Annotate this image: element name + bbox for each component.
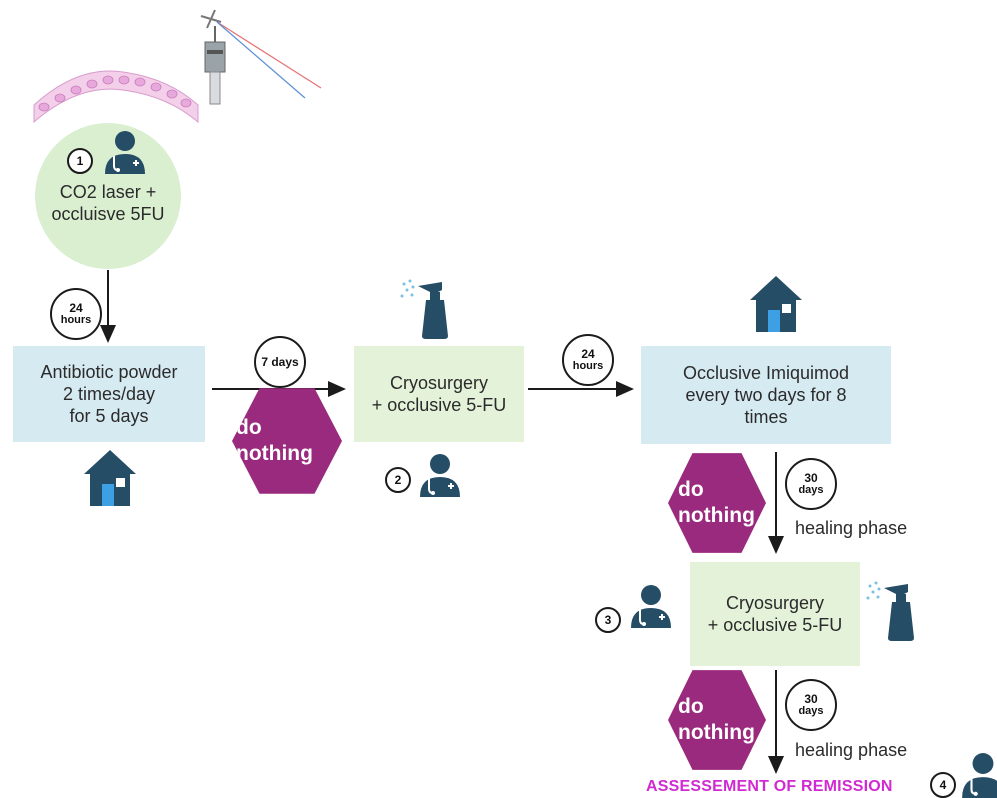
do-nothing-2-text: do nothing: [678, 478, 755, 527]
step2-badge: 2: [385, 467, 411, 493]
wait-30-days-2: 30 days: [785, 679, 837, 731]
antibiotic-box: Antibiotic powder 2 times/day for 5 days: [13, 346, 205, 442]
doctor-icon: [420, 454, 460, 497]
house-icon: [750, 276, 802, 332]
wait-7-value: 7 days: [261, 355, 299, 369]
step4-badge: 4: [930, 772, 956, 798]
wait-30-unit-1: days: [798, 484, 824, 496]
wait-30-unit-2: days: [798, 705, 824, 717]
wait-30-value-1: 30: [804, 471, 818, 485]
doctor-icon: [962, 753, 997, 798]
imiquimod-box: Occlusive Imiquimod every two days for 8…: [641, 346, 891, 444]
epithelium-icon: [33, 70, 199, 124]
wait-24-unit-2: hours: [572, 360, 604, 372]
step1-circle: [35, 123, 181, 269]
house-icon: [84, 450, 136, 506]
step1-text: CO2 laser + occluisve 5FU: [51, 182, 165, 224]
assessment-of-remission-label: ASSESSEMENT OF REMISSION: [646, 778, 893, 795]
wait-30-days-1: 30 days: [785, 458, 837, 510]
do-nothing-1-text: do nothing: [236, 416, 313, 465]
doctor-icon: [631, 585, 671, 628]
spray-bottle-icon: [400, 279, 448, 339]
do-nothing-3-text: do nothing: [678, 695, 755, 744]
cryosurgery-box-1: Cryosurgery + occlusive 5-FU: [354, 346, 524, 442]
healing-phase-label-1: healing phase: [795, 518, 908, 538]
step1-badge: 1: [67, 148, 93, 174]
wait-24-value: 24: [69, 301, 83, 315]
microscope-icon: [200, 9, 322, 105]
wait-24-hours-1: 24 hours: [50, 288, 102, 340]
wait-7-days: 7 days: [254, 336, 306, 388]
wait-24-value-2: 24: [581, 347, 595, 361]
step3-badge: 3: [595, 607, 621, 633]
spray-bottle-icon: [866, 581, 914, 641]
healing-phase-label-2: healing phase: [795, 740, 908, 760]
wait-24-hours-2: 24 hours: [562, 334, 614, 386]
wait-24-unit: hours: [60, 314, 92, 326]
cryosurgery-box-2: Cryosurgery + occlusive 5-FU: [690, 562, 860, 666]
doctor-icon: [105, 131, 145, 174]
wait-30-value-2: 30: [804, 692, 818, 706]
